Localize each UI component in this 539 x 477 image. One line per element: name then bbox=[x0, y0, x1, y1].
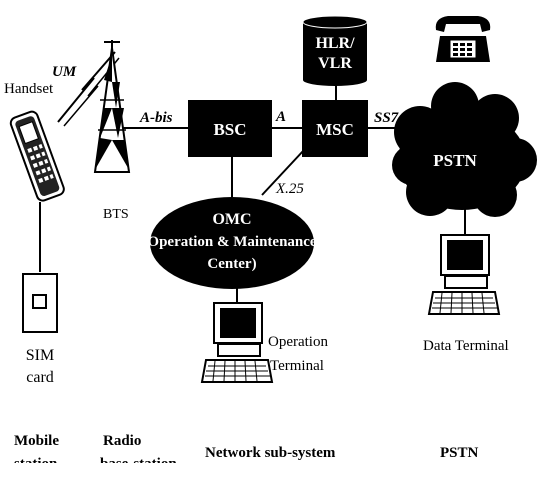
network-subsystem-label: Network sub-system bbox=[205, 445, 336, 461]
hlr-vlr-label-line1: HLR/ bbox=[315, 35, 355, 52]
bts-tower-icon bbox=[93, 40, 131, 173]
hlr-vlr-database bbox=[302, 15, 368, 86]
mobile-station-label-line2: station bbox=[14, 456, 58, 472]
radio-base-station-label-line1: Radio bbox=[103, 433, 141, 449]
bsc-box bbox=[188, 100, 272, 157]
omc-label-line1: OMC bbox=[212, 211, 251, 228]
bts-label: BTS bbox=[103, 207, 129, 222]
msc-label: MSC bbox=[316, 120, 354, 139]
omc-label-line2: Operation & Maintenance bbox=[147, 234, 316, 250]
sim-card-icon bbox=[22, 273, 58, 333]
handset-icon bbox=[9, 110, 65, 202]
a-link-label: A bbox=[275, 109, 286, 125]
pstn-section-label: PSTN bbox=[440, 445, 479, 461]
bsc-label: BSC bbox=[213, 120, 246, 139]
section-labels: Mobile station Radio base-station Networ… bbox=[14, 433, 479, 472]
um-radio-link-1 bbox=[57, 51, 116, 123]
x25-link bbox=[261, 149, 305, 196]
operation-terminal-computer-icon bbox=[200, 302, 274, 383]
radio-base-station-label-line2: base-station bbox=[100, 456, 177, 472]
sim-label-line1: SIM bbox=[26, 347, 54, 364]
sim-label-line2: card bbox=[26, 369, 54, 386]
um-link-label: UM bbox=[52, 64, 77, 80]
omc-label-line3: Center) bbox=[207, 256, 256, 272]
hlr-vlr-label-line2: VLR bbox=[318, 55, 352, 72]
pstn-cloud bbox=[392, 82, 537, 217]
operation-terminal-label-line2: Terminal bbox=[270, 358, 324, 374]
telephone-icon bbox=[435, 16, 491, 62]
data-terminal-label: Data Terminal bbox=[423, 338, 509, 354]
operation-terminal-label-line1: Operation bbox=[268, 334, 328, 350]
ss7-link-label: SS7 bbox=[374, 110, 399, 126]
x25-link-label: X.25 bbox=[275, 181, 304, 197]
um-radio-link-2 bbox=[63, 57, 120, 127]
mobile-station-label-line1: Mobile bbox=[14, 433, 59, 449]
handset-label: Handset bbox=[4, 81, 54, 97]
abis-link-label: A-bis bbox=[139, 110, 173, 126]
pstn-cloud-label: PSTN bbox=[433, 151, 477, 170]
data-terminal-computer-icon bbox=[427, 234, 501, 315]
msc-box bbox=[302, 100, 368, 157]
omc-ellipse bbox=[150, 197, 314, 289]
connection-lines bbox=[39, 51, 466, 302]
